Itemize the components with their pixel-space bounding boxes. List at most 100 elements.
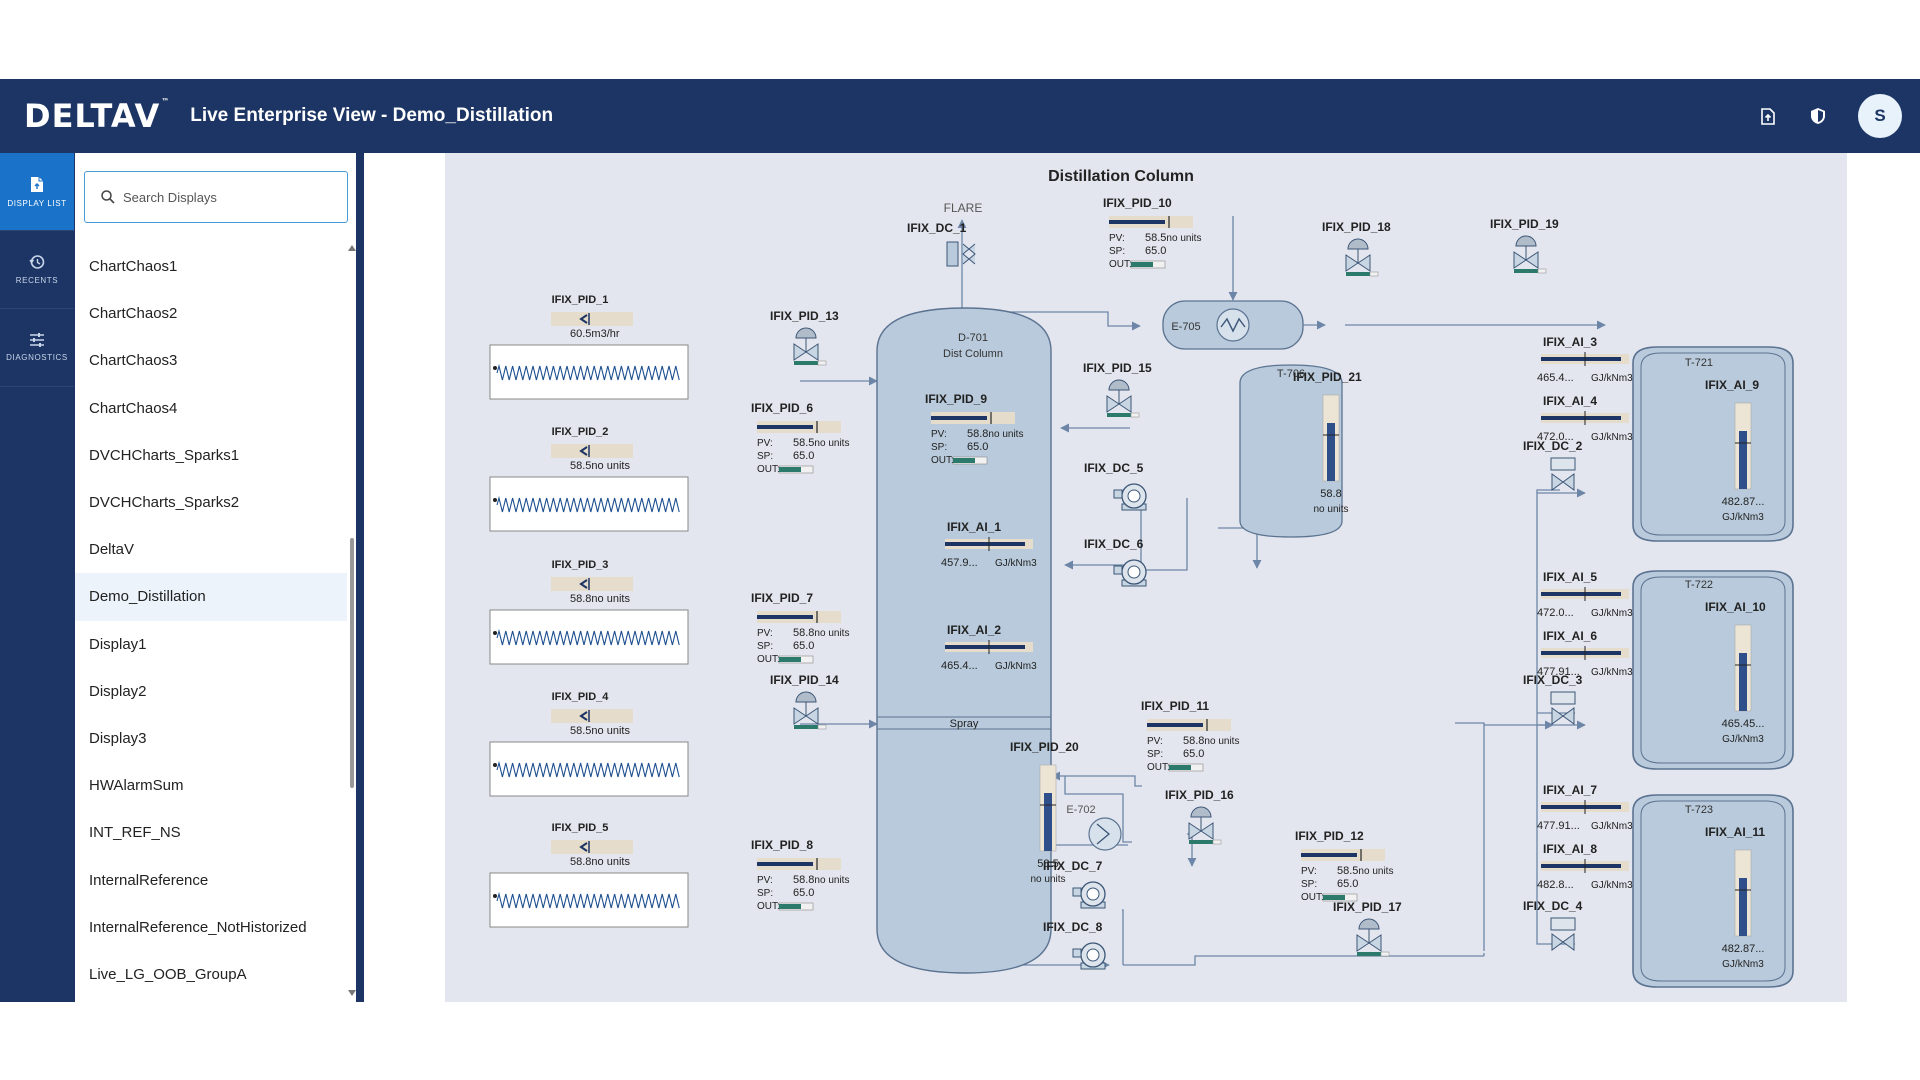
list-scrollbar[interactable] bbox=[347, 243, 357, 998]
valve[interactable]: IFIX_PID_16 bbox=[1165, 788, 1234, 845]
trend-tag: IFIX_PID_1 bbox=[552, 294, 609, 306]
analog-bar-fill bbox=[945, 542, 1025, 546]
valve[interactable]: IFIX_DC_4 bbox=[1523, 899, 1583, 951]
valve[interactable]: IFIX_PID_15 bbox=[1083, 361, 1152, 418]
scroll-down-icon[interactable] bbox=[348, 990, 356, 996]
trend-tag: IFIX_PID_3 bbox=[552, 559, 609, 571]
valve[interactable]: IFIX_DC_3 bbox=[1523, 673, 1583, 725]
trend-unit: m3/hr bbox=[591, 328, 619, 340]
out-label: OUT: bbox=[757, 464, 780, 475]
valve[interactable]: IFIX_PID_17 bbox=[1333, 900, 1402, 957]
actuator-icon bbox=[1515, 235, 1537, 247]
list-item[interactable]: Demo_Distillation bbox=[75, 573, 347, 621]
user-avatar[interactable]: S bbox=[1858, 94, 1902, 138]
list-item[interactable]: Display3 bbox=[89, 729, 147, 747]
list-item[interactable]: DVCHCharts_Sparks1 bbox=[89, 446, 240, 464]
pv-unit: no units bbox=[814, 438, 849, 449]
analog-value: 465.4... bbox=[941, 660, 978, 672]
rail-display-list[interactable]: DISPLAY LIST bbox=[0, 153, 74, 231]
scroll-up-icon[interactable] bbox=[348, 245, 356, 251]
trend-widget[interactable]: IFIX_PID_458.5no units bbox=[489, 691, 689, 797]
export-icon[interactable] bbox=[1758, 106, 1778, 126]
valve[interactable]: IFIX_PID_18 bbox=[1322, 220, 1391, 277]
analog-tag: IFIX_AI_4 bbox=[1543, 394, 1597, 408]
list-item[interactable]: ChartChaos4 bbox=[89, 399, 178, 417]
trend-widget[interactable]: IFIX_PID_558.8no units bbox=[489, 822, 689, 928]
list-item[interactable]: ChartChaos3 bbox=[89, 352, 178, 370]
trend-line bbox=[496, 760, 680, 778]
valve-status-bar bbox=[794, 725, 818, 729]
list-item[interactable]: ChartChaos2 bbox=[89, 305, 178, 323]
list-item[interactable]: Live_LG_OOB_GroupA bbox=[89, 965, 247, 983]
pump[interactable]: IFIX_DC_8 bbox=[1043, 920, 1106, 970]
valve[interactable]: IFIX_PID_19 bbox=[1490, 217, 1559, 274]
analog-unit: GJ/kNm3 bbox=[995, 661, 1037, 672]
pump[interactable]: IFIX_DC_6 bbox=[1084, 537, 1147, 587]
faceplate-bar-pv bbox=[757, 862, 813, 866]
flare-label: FLARE bbox=[944, 201, 983, 215]
exchanger-e705[interactable]: E-705 bbox=[1162, 300, 1304, 350]
valve-status-bg bbox=[1212, 839, 1222, 845]
list-item[interactable]: InternalReference bbox=[89, 871, 209, 889]
sp-value: 65.0 bbox=[967, 441, 988, 453]
tank-t706[interactable]: T-706 bbox=[1239, 364, 1343, 538]
valve-tag: IFIX_DC_2 bbox=[1523, 439, 1583, 453]
tank-t723[interactable]: T-723 bbox=[1632, 794, 1794, 988]
tank-t722[interactable]: T-722 bbox=[1632, 570, 1794, 770]
pump[interactable]: IFIX_DC_5 bbox=[1084, 461, 1147, 511]
list-item[interactable]: DVCHCharts_Sparks2 bbox=[89, 494, 240, 512]
valve-body-icon bbox=[1106, 395, 1132, 413]
faceplate-tag: IFIX_PID_8 bbox=[751, 838, 813, 852]
rail-recents[interactable]: RECENTS bbox=[0, 231, 74, 309]
valve[interactable]: IFIX_DC_1 bbox=[907, 221, 976, 267]
trend-widget[interactable]: IFIX_PID_160.5m3/hr bbox=[489, 294, 689, 400]
analog-unit: GJ/kNm3 bbox=[1591, 432, 1633, 443]
exchanger-e702[interactable]: E-702 bbox=[1066, 804, 1122, 851]
history-icon bbox=[29, 255, 45, 269]
search-box[interactable] bbox=[84, 171, 348, 223]
tank-t721[interactable]: T-721 bbox=[1632, 346, 1794, 542]
search-input[interactable] bbox=[123, 189, 323, 205]
trend-widget[interactable]: IFIX_PID_358.8no units bbox=[489, 559, 689, 665]
list-item[interactable]: HWAlarmSum bbox=[89, 777, 184, 795]
list-item[interactable]: Display1 bbox=[89, 635, 147, 653]
list-item[interactable]: INT_REF_NS bbox=[89, 824, 181, 842]
valve[interactable]: IFIX_PID_14 bbox=[770, 673, 839, 730]
list-item[interactable]: DeltaV bbox=[89, 541, 135, 559]
list-item[interactable]: InternalReference_NotHistorized bbox=[89, 918, 307, 936]
pv-number: 58.8 bbox=[967, 428, 988, 440]
valve[interactable]: IFIX_DC_2 bbox=[1523, 439, 1583, 491]
process-display: Distillation Column D-70 bbox=[445, 153, 1847, 1002]
list-item[interactable]: Display2 bbox=[89, 682, 147, 700]
trend-widget[interactable]: IFIX_PID_258.5no units bbox=[489, 426, 689, 532]
scroll-thumb[interactable] bbox=[350, 538, 354, 788]
level-bar-fill bbox=[1739, 431, 1747, 489]
valve[interactable]: IFIX_PID_13 bbox=[770, 309, 839, 366]
trend-pv: 58.8 bbox=[570, 856, 591, 868]
faceplate-bar-pv bbox=[1109, 220, 1165, 224]
list-item[interactable]: ChartChaos1 bbox=[89, 258, 178, 276]
shield-icon[interactable] bbox=[1808, 106, 1828, 126]
rail-diagnostics[interactable]: DIAGNOSTICS bbox=[0, 309, 74, 387]
pump[interactable]: IFIX_DC_7 bbox=[1043, 859, 1106, 909]
